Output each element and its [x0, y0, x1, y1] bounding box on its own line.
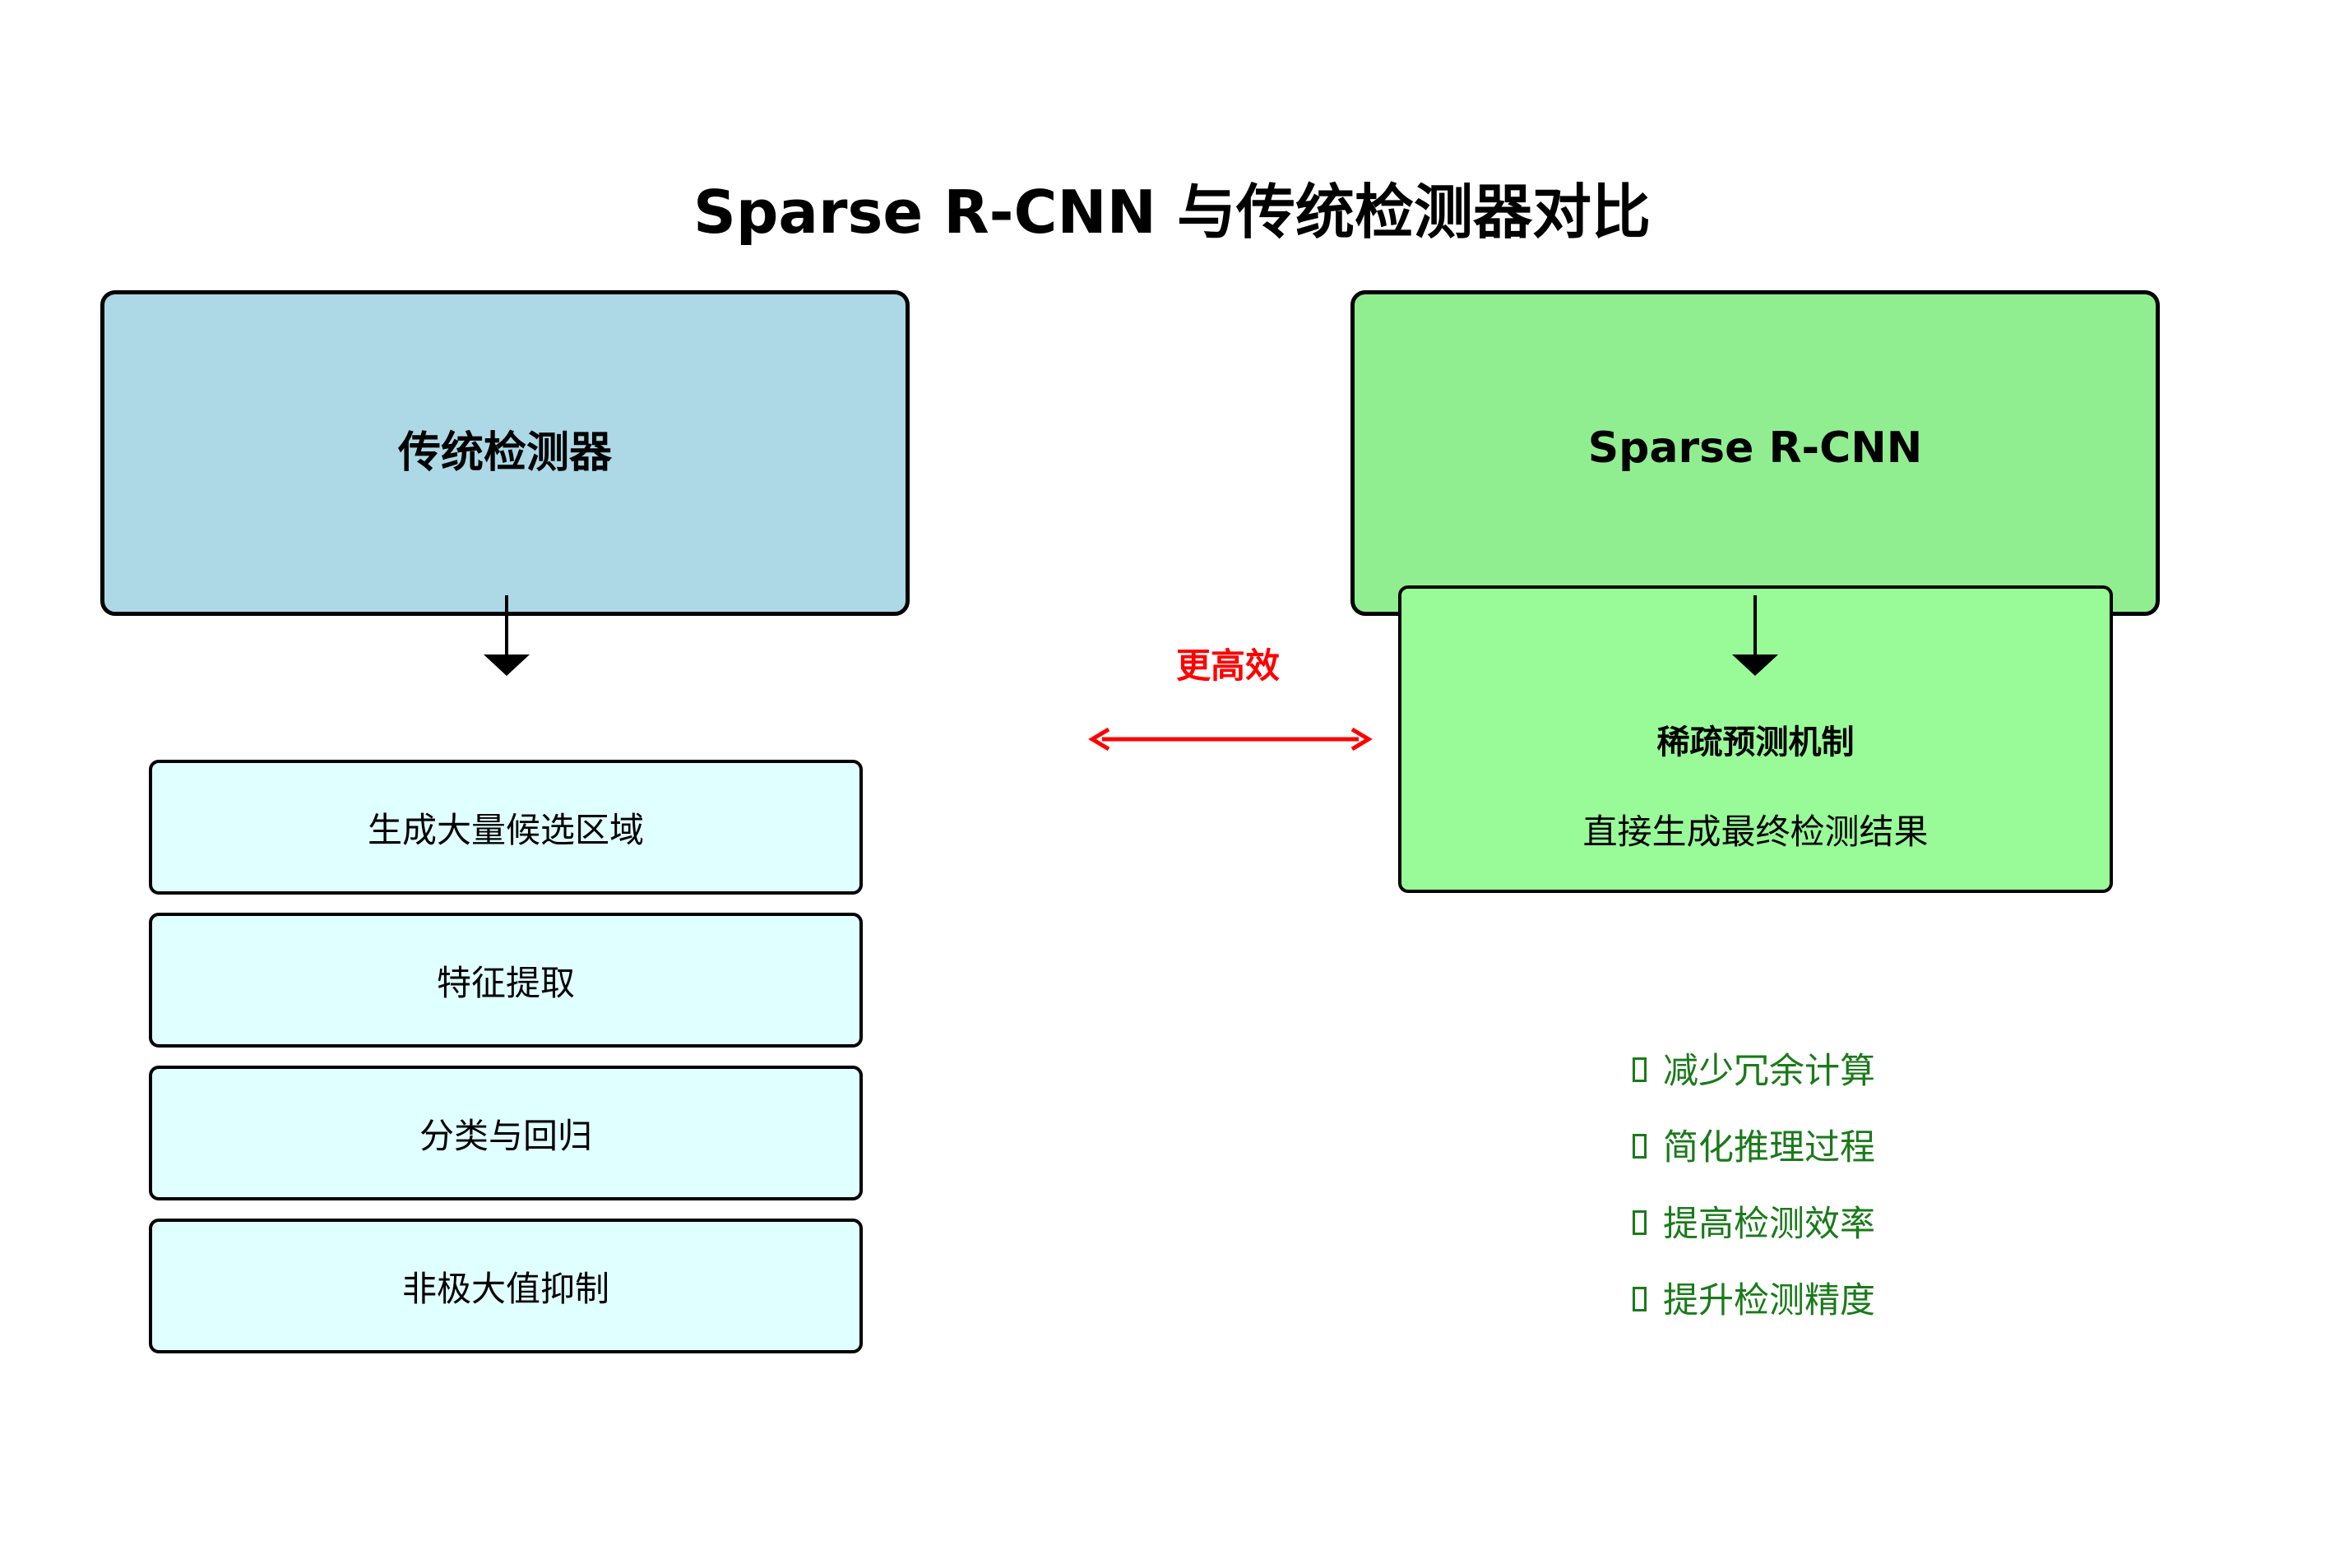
benefits-list: 减少冗余计算 简化推理过程 提高检测效率 提升检测精度 [1633, 1043, 1978, 1348]
benefit-text: 提升检测精度 [1663, 1280, 1875, 1321]
traditional-step-box: 特征提取 [149, 913, 863, 1048]
square-outline-icon [1633, 1057, 1647, 1082]
sparse-mechanism-description: 直接生成最终检测结果 [1582, 812, 1929, 852]
benefit-item: 简化推理过程 [1633, 1119, 1978, 1196]
square-outline-icon [1633, 1210, 1647, 1235]
square-outline-icon [1633, 1287, 1647, 1311]
traditional-step-box: 生成大量候选区域 [149, 760, 863, 895]
sparse-mechanism-title: 稀疏预测机制 [1656, 724, 1855, 761]
traditional-step-label: 非极大值抑制 [401, 1268, 609, 1309]
benefit-text: 简化推理过程 [1663, 1127, 1875, 1168]
sparse-mechanism-box: 稀疏预测机制 直接生成最终检测结果 [1398, 585, 2113, 893]
benefit-item: 提升检测精度 [1633, 1272, 1978, 1348]
traditional-step-label: 分类与回归 [419, 1115, 592, 1156]
benefit-item: 减少冗余计算 [1633, 1043, 1978, 1119]
traditional-step-label: 生成大量候选区域 [367, 809, 644, 850]
diagram-title: Sparse R-CNN 与传统检测器对比 [693, 178, 1651, 247]
sparse-rcnn-label: Sparse R-CNN [1587, 423, 1923, 473]
benefit-text: 减少冗余计算 [1663, 1051, 1875, 1092]
comparison-double-arrow [1088, 727, 1373, 752]
traditional-step-label: 特征提取 [436, 962, 575, 1003]
comparison-label: 更高效 [1175, 645, 1280, 686]
traditional-detector-label: 传统检测器 [397, 428, 612, 478]
traditional-step-box: 分类与回归 [149, 1066, 863, 1200]
sparse-rcnn-box: Sparse R-CNN [1350, 290, 2160, 616]
traditional-detector-box: 传统检测器 [100, 290, 910, 616]
traditional-step-box: 非极大值抑制 [149, 1219, 863, 1353]
benefit-item: 提高检测效率 [1633, 1196, 1978, 1272]
benefit-text: 提高检测效率 [1663, 1204, 1875, 1245]
square-outline-icon [1633, 1134, 1647, 1159]
